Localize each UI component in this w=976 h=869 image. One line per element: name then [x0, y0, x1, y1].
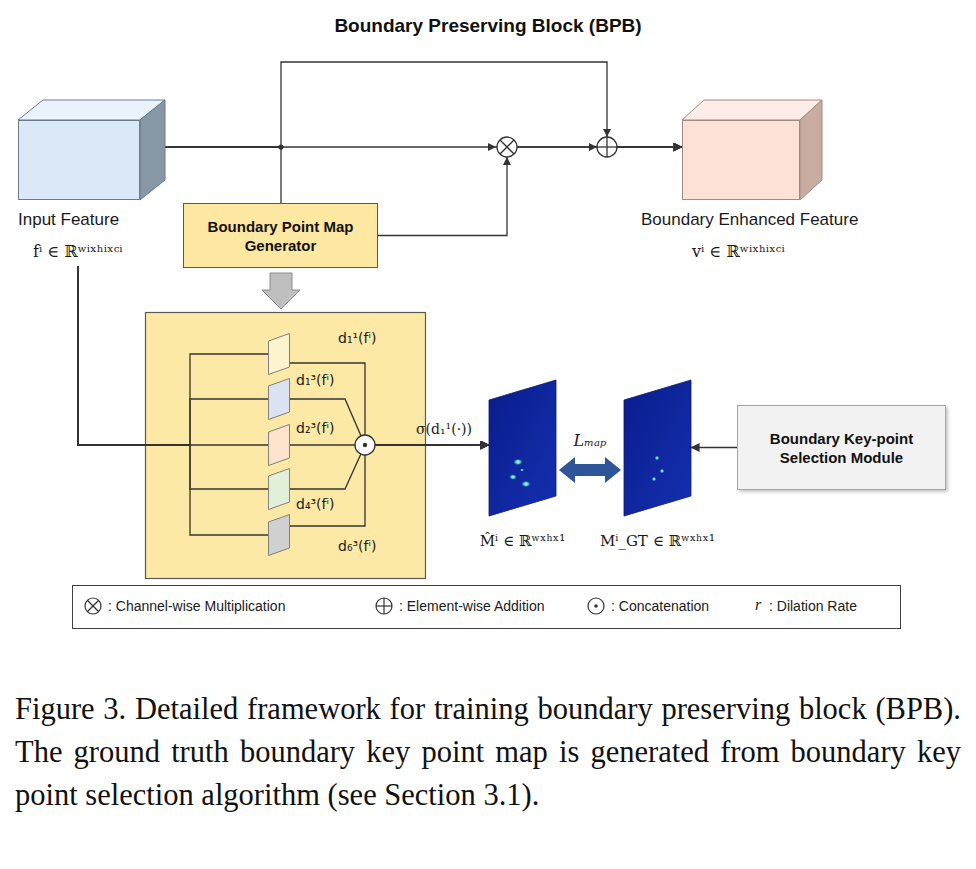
- connector: [290, 399, 489, 445]
- node-label: Input Feature: [18, 210, 119, 230]
- arrowhead: [589, 143, 597, 151]
- dilated-conv-branch-shape: [269, 334, 290, 375]
- ground-truth-point-map-shape: [624, 380, 691, 516]
- edge-label: Lₘₐₚ: [572, 431, 609, 450]
- legend-text: : Concatenation: [611, 598, 709, 614]
- connector: [165, 62, 682, 147]
- output-feature-cube-shape: [682, 100, 822, 200]
- connector: [78, 266, 268, 445]
- output-feature-cube-shape: [683, 121, 800, 200]
- input-feature-cube-shape: [19, 121, 140, 200]
- expand-arrow: [262, 273, 300, 309]
- predicted-point-map-shape: [509, 474, 517, 480]
- legend-text: : Dilation Rate: [769, 598, 857, 614]
- branch-label: d₁¹(fⁱ): [338, 330, 376, 346]
- add-symbol: [606, 137, 607, 157]
- map-label: Mⁱ_GT ∈ ℝʷˣʰˣ¹: [600, 532, 715, 550]
- arrowhead: [603, 129, 611, 137]
- legend-symbol: r: [755, 596, 761, 614]
- output-feature-cube: Boundary Enhanced Featurevⁱ ∈ ℝʷⁱˣʰⁱˣᶜⁱ: [682, 100, 822, 200]
- connector: [290, 445, 489, 526]
- branch-label: d₄³(fⁱ): [296, 496, 334, 512]
- ground-truth-point-map-shape: [624, 380, 691, 516]
- box-label: Boundary Point Map Generator: [192, 217, 369, 255]
- diagram-title: Boundary Preserving Block (BPB): [0, 15, 976, 37]
- generator-box: Boundary Point Map Generator: [183, 203, 378, 268]
- legend-box: [73, 586, 901, 629]
- ground-truth-point-map-shape: [655, 456, 660, 461]
- dilated-conv-branch-shape: [268, 514, 290, 556]
- dilated-conv-branch: d₁¹(fⁱ): [268, 333, 290, 375]
- dilated-conv-branch-shape: [269, 469, 290, 510]
- node-label: Boundary Enhanced Feature: [641, 210, 858, 230]
- connector: [290, 445, 489, 489]
- dilated-conv-branch-shape: [269, 425, 290, 466]
- selection-module-box: Boundary Key-point Selection Module: [737, 405, 946, 490]
- predicted-point-map: M̂ⁱ ∈ ℝʷˣʰˣ¹: [489, 380, 556, 516]
- connector: [78, 266, 268, 445]
- legend-add-symbol: [376, 598, 392, 614]
- dilated-conv-branch-shape: [269, 515, 290, 556]
- predicted-point-map-shape: [489, 380, 556, 516]
- loss-double-arrow: [559, 457, 621, 483]
- concat-symbol: [363, 443, 367, 447]
- connector: [691, 447, 737, 448]
- multiply-symbol: [497, 137, 517, 157]
- ground-truth-point-map-shape: [660, 469, 665, 474]
- predicted-point-map-shape: [489, 380, 556, 516]
- connector: [290, 363, 489, 445]
- input-feature-cube-shape: [18, 100, 165, 200]
- predicted-point-map-shape: [521, 481, 531, 488]
- dilated-conv-branch: d₆³(fⁱ): [268, 514, 290, 556]
- box-text-wrap: Boundary Key-point Selection Module: [746, 429, 937, 467]
- dilated-conv-branch-shape: [268, 378, 290, 420]
- legend-add-symbol: [383, 598, 384, 614]
- dilated-conv-branch: d₁³(fⁱ): [268, 378, 290, 420]
- connector: [78, 266, 268, 445]
- concat-symbol: [355, 435, 375, 455]
- math-label: vⁱ ∈ ℝʷⁱˣʰⁱˣᶜⁱ: [692, 242, 785, 261]
- arrowhead: [488, 143, 496, 151]
- legend-concat-symbol: [594, 604, 598, 608]
- connector: [165, 147, 281, 203]
- legend-text: : Element-wise Addition: [399, 598, 545, 614]
- branch-label: d₂³(fⁱ): [296, 420, 334, 436]
- add-symbol: [597, 137, 617, 157]
- junction-dot: [278, 144, 283, 149]
- legend-text: : Channel-wise Multiplication: [108, 598, 285, 614]
- output-feature-cube-shape: [682, 100, 822, 120]
- output-feature-cube-shape: [800, 100, 822, 200]
- multiply-symbol: [500, 140, 514, 154]
- dilated-conv-branch-shape: [268, 468, 290, 510]
- ground-truth-point-map-shape: [652, 477, 657, 482]
- math-label: fⁱ ∈ ℝʷⁱˣʰⁱˣᶜⁱ: [33, 242, 123, 261]
- legend-multiply-symbol: [88, 601, 99, 612]
- predicted-point-map-shape: [520, 469, 524, 472]
- multiply-symbol: [500, 140, 514, 154]
- predicted-point-map-shape: [513, 459, 523, 466]
- box-label: Boundary Key-point Selection Module: [746, 429, 937, 467]
- arrowhead: [503, 157, 511, 165]
- dilated-conv-branch-shape: [268, 333, 290, 375]
- legend-concat-symbol: [588, 598, 604, 614]
- input-feature-cube: Input Featurefⁱ ∈ ℝʷⁱˣʰⁱˣᶜⁱ: [18, 100, 165, 200]
- figure-caption: Figure 3. Detailed framework for trainin…: [15, 688, 961, 817]
- map-label: M̂ⁱ ∈ ℝʷˣʰˣ¹: [480, 532, 565, 550]
- connector: [378, 147, 682, 236]
- branch-label: d₆³(fⁱ): [338, 538, 376, 554]
- box-text-wrap: Boundary Point Map Generator: [192, 217, 369, 255]
- dilated-conv-branch: d₄³(fⁱ): [268, 468, 290, 510]
- activation-label: σ(d₁¹(·)): [416, 421, 472, 437]
- legend-multiply-symbol: [88, 601, 99, 612]
- ground-truth-point-map: Mⁱ_GT ∈ ℝʷˣʰˣ¹: [624, 380, 691, 516]
- dilated-conv-branch-shape: [268, 424, 290, 466]
- dilated-conv-branch-shape: [269, 379, 290, 420]
- connector: [78, 266, 268, 535]
- branch-label: d₁³(fⁱ): [296, 372, 334, 388]
- legend-multiply-symbol: [85, 598, 101, 614]
- input-feature-cube-shape: [140, 100, 165, 200]
- connector: [78, 266, 268, 489]
- dilated-conv-branch: d₂³(fⁱ): [268, 424, 290, 466]
